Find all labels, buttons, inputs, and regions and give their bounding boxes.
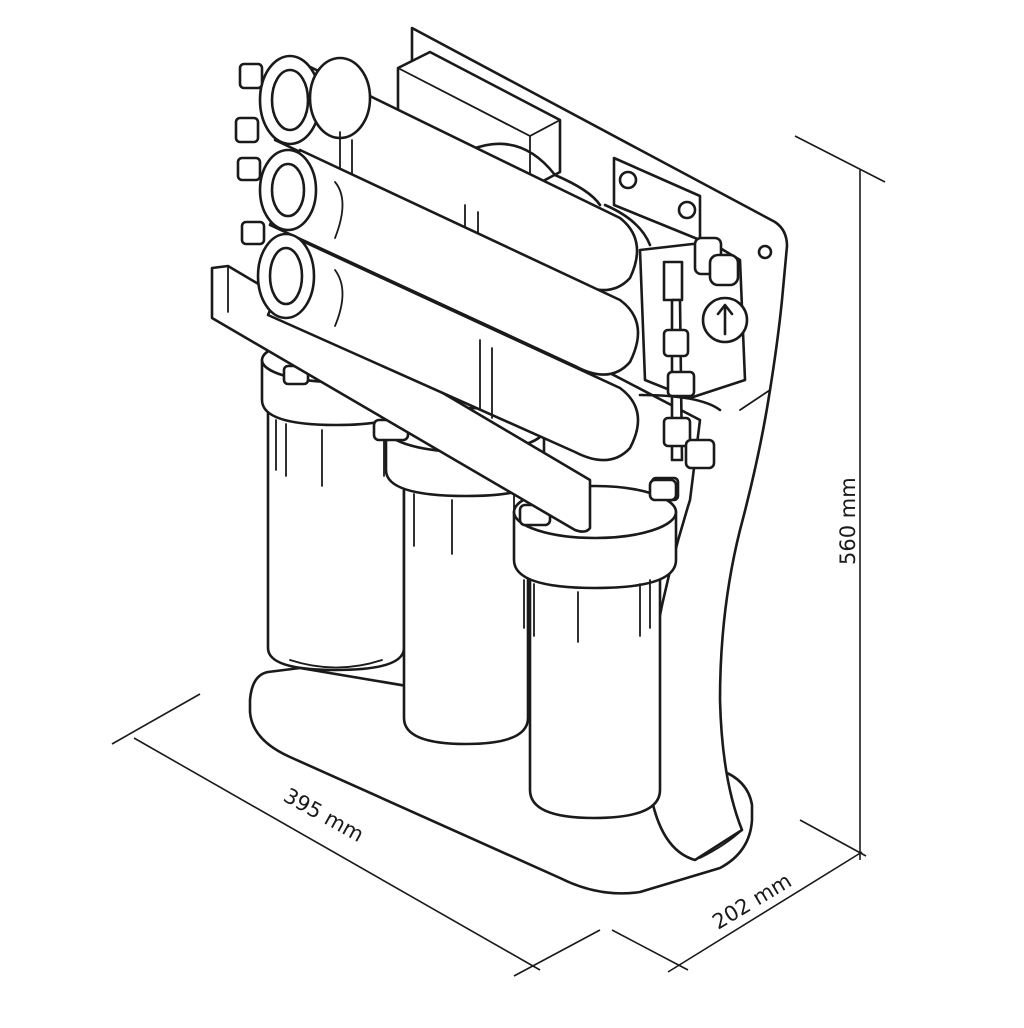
keyhole-icon [757, 244, 773, 260]
dimension-height: 560 mm [794, 135, 886, 860]
lower-housing-3 [512, 484, 678, 820]
height-label: 560 mm [836, 477, 860, 565]
width-label: 395 mm [280, 783, 368, 846]
base-plate [248, 666, 754, 895]
valve-assembly [603, 203, 749, 502]
flow-arrow-icon [716, 303, 734, 336]
inlet-fittings [234, 62, 266, 246]
membrane-cylinder-3 [256, 232, 640, 462]
